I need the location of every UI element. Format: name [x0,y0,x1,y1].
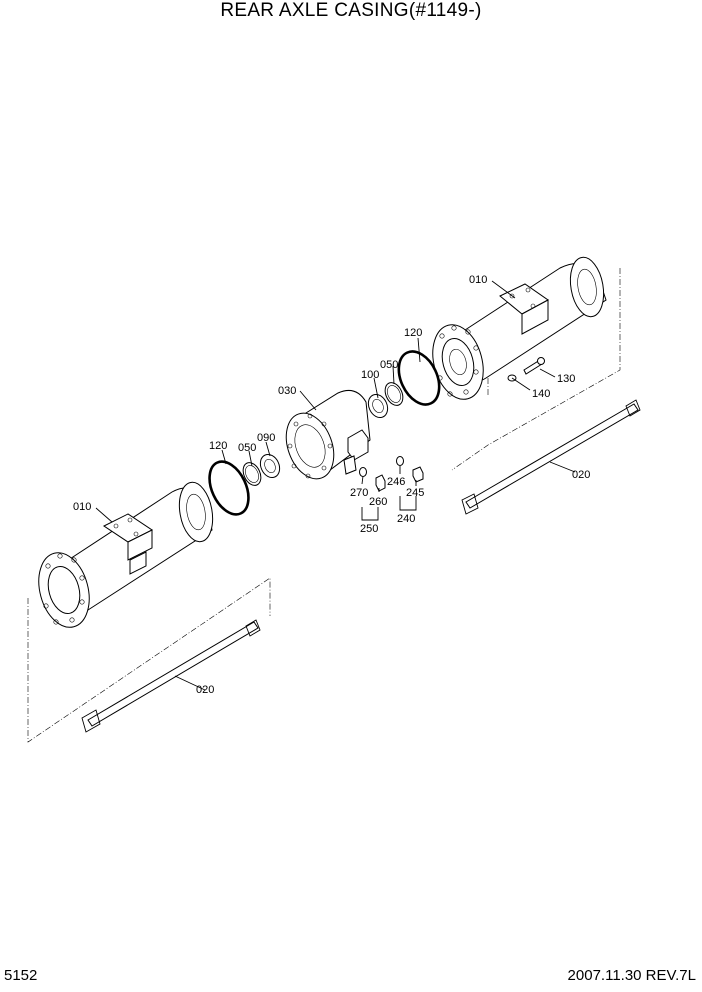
callout-240: 240 [397,513,415,525]
callout-labels: 010 120 050 100 130 140 030 090 120 050 … [73,274,590,696]
axle-housing-upper [432,256,621,471]
callout-120-upper: 120 [404,327,422,339]
callout-246: 246 [387,476,405,488]
callout-010-lower: 010 [73,501,91,513]
callout-130: 130 [557,373,575,385]
callout-260: 260 [369,496,387,508]
callout-245: 245 [406,487,424,499]
callout-090: 090 [257,432,275,444]
page-code: 5152 [4,967,38,984]
callout-030: 030 [278,385,296,397]
callout-050-upper: 050 [380,359,398,371]
callout-270: 270 [350,487,368,499]
leader-lines [95,280,576,691]
callout-020-lower: 020 [196,684,214,696]
differential-carrier-housing [285,390,371,480]
callout-050-lower: 050 [238,442,256,454]
callout-020-upper: 020 [572,469,590,481]
page-title: REAR AXLE CASING(#1149-) [220,0,482,21]
revision-date: 2007.11.30 REV.7L [567,967,696,984]
callout-250: 250 [360,523,378,535]
axle-housing-lower [27,481,271,743]
callout-010-upper: 010 [469,274,487,286]
axle-shafts [81,399,641,733]
callout-100: 100 [361,369,379,381]
callout-140: 140 [532,388,550,400]
seal-and-ring-parts [208,350,441,516]
callout-120-lower: 120 [209,440,227,452]
